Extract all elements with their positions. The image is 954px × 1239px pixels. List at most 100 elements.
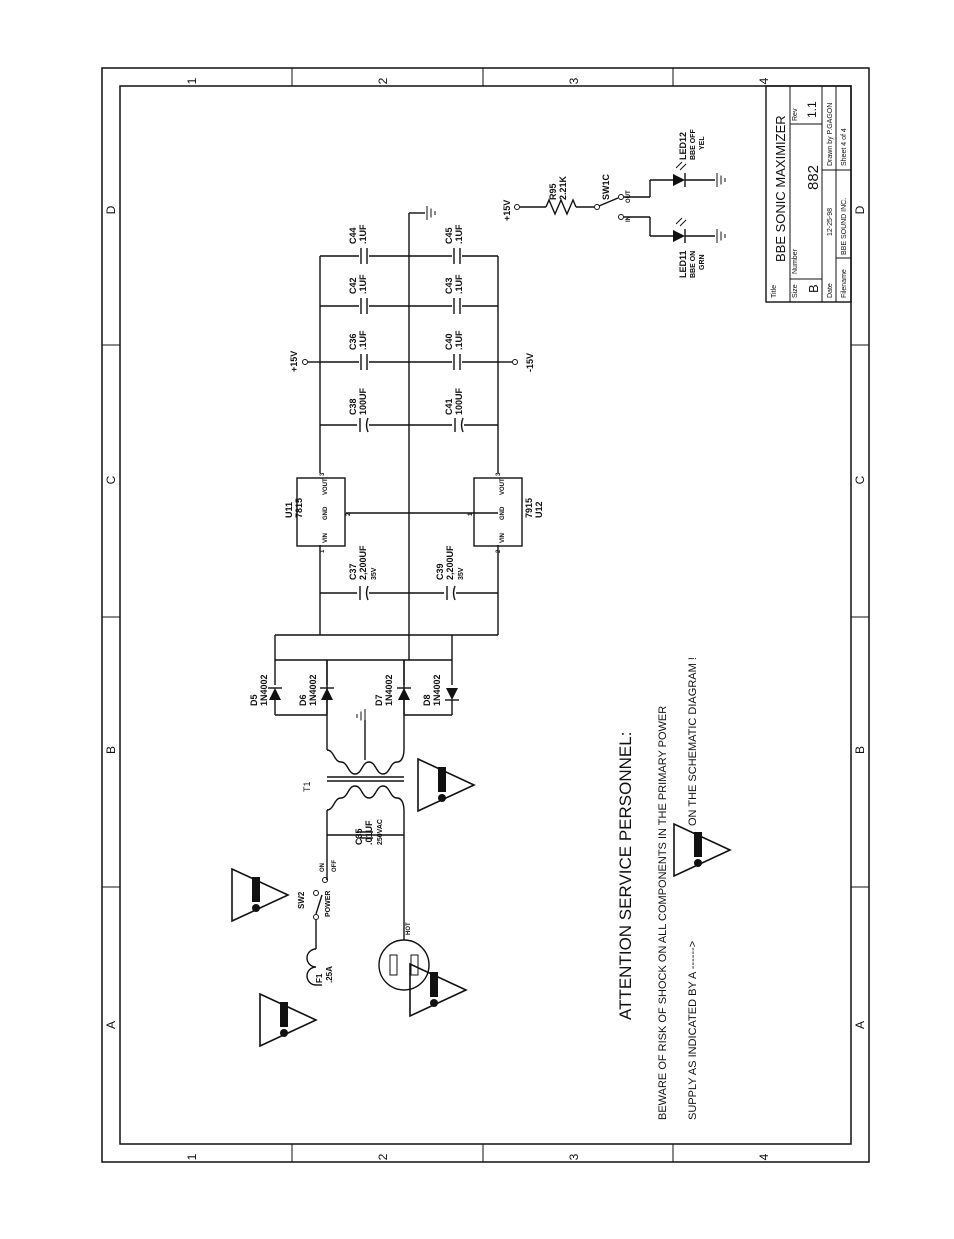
c44-value: .1UF	[358, 224, 368, 244]
c45-value: .1UF	[454, 224, 464, 244]
c45-ref: C45	[444, 227, 454, 244]
shock-warning-icon	[673, 823, 731, 877]
led11-color: GRN	[699, 254, 706, 270]
sw2-ref: SW2	[297, 891, 306, 909]
u12-pin3: 3	[496, 472, 502, 476]
u12-vout: VOUT	[500, 478, 506, 495]
sw1c-in: IN	[626, 216, 632, 222]
led12-color: YEL	[699, 136, 706, 150]
u12-pin1: 1	[468, 512, 474, 516]
zone-top-1: 1	[185, 77, 199, 84]
d8-ref: D8	[422, 694, 432, 706]
u12-part: 7915	[524, 498, 534, 518]
zone-right-d: D	[853, 205, 867, 214]
shock-warning-icon	[259, 993, 317, 1047]
led11-ref: LED11	[678, 250, 688, 278]
u12-pin2: 2	[496, 549, 502, 553]
zone-top-4: 4	[757, 77, 771, 84]
title-label: Title	[771, 285, 778, 298]
sheet-value: Sheet 4 of 4	[841, 128, 848, 166]
u11-ref: U11	[284, 502, 294, 518]
c38-ref: C38	[348, 398, 358, 415]
zone-top-3: 3	[567, 77, 581, 84]
warning-heading: ATTENTION SERVICE PERSONNEL:	[616, 732, 635, 1020]
zone-left-b: B	[104, 746, 118, 754]
u11-gnd: GND	[323, 506, 329, 520]
sw1c-ref: SW1C	[601, 173, 611, 200]
u11-pin3: 3	[320, 472, 326, 476]
d7-ref: D7	[374, 694, 384, 706]
warning-line2: SUPPLY AS INDICATED BY A ------>	[687, 941, 699, 1120]
led11-desc: BBE ON	[690, 251, 697, 278]
filename-label: Filename	[841, 269, 848, 298]
plug-hot-label: HOT	[406, 922, 412, 935]
u11-pin2: 2	[346, 512, 352, 516]
led-supply-label: +15V	[502, 200, 512, 221]
zone-labels: 1 2 3 4 1 2 3 4 D C B A D C B A	[104, 77, 867, 1160]
zone-left-c: C	[104, 475, 118, 484]
u11-pin1: 1	[320, 549, 326, 553]
led12-ref: LED12	[678, 132, 688, 160]
c35-value: .01UF	[364, 820, 374, 845]
u12-gnd: GND	[500, 506, 506, 520]
c39-ref: C39	[435, 563, 445, 580]
c41-ref: C41	[444, 398, 454, 415]
number-value: 882	[805, 165, 822, 190]
zone-left-d: D	[104, 205, 118, 214]
primary-circuit	[306, 810, 430, 991]
regulator-u12	[473, 477, 523, 547]
zone-right-b: B	[853, 746, 867, 754]
zone-right-a: A	[853, 1021, 867, 1029]
regulator-wiring	[302, 205, 518, 660]
c40-ref: C40	[444, 333, 454, 350]
c35-ref: C35	[354, 828, 364, 845]
date-label: Date	[827, 283, 834, 298]
c42-value: .1UF	[358, 274, 368, 294]
sw2-off: OFF	[332, 860, 338, 872]
c40-value: .1UF	[454, 330, 464, 350]
warning-line1: BEWARE OF RISK OF SHOCK ON ALL COMPONENT…	[657, 706, 669, 1120]
c36-value: .1UF	[358, 330, 368, 350]
filter-capacitors	[320, 248, 498, 601]
sw2-on: ON	[320, 863, 326, 872]
c37-value: 2,200UF	[358, 545, 368, 580]
c38-value: 100UF	[358, 387, 368, 415]
bridge-rectifier	[268, 634, 498, 716]
date-value: 12-25-98	[827, 208, 834, 236]
zone-ticks	[102, 68, 869, 1162]
size-label: Size	[792, 284, 799, 298]
c39-rating: 35V	[458, 567, 465, 580]
rev-label: Rev	[792, 108, 799, 121]
title-block: Title BBE SONIC MAXIMIZER Size B Number …	[765, 85, 852, 303]
zone-bottom-3: 3	[567, 1153, 581, 1160]
sw1c-out: OUT	[626, 190, 632, 203]
zone-bottom-1: 1	[185, 1153, 199, 1160]
r95-ref: R95	[548, 183, 558, 200]
c43-ref: C43	[444, 277, 454, 294]
rail-pos-label: +15V	[289, 351, 299, 372]
warning-line3: ON THE SCHEMATIC DIAGRAM !	[687, 657, 699, 826]
u12-ref: U12	[534, 501, 544, 518]
regulator-u11	[296, 477, 346, 547]
sw2-name: POWER	[325, 891, 332, 917]
d5-value: 1N4002	[259, 674, 269, 706]
t1-ref: T1	[302, 781, 312, 792]
shock-warning-icon	[231, 868, 289, 922]
c37-rating: 35V	[371, 567, 378, 580]
u11-part: 7815	[294, 498, 304, 518]
c44-ref: C44	[348, 227, 358, 244]
c36-ref: C36	[348, 333, 358, 350]
u11-vin: VIN	[323, 533, 329, 543]
d7-value: 1N4002	[384, 674, 394, 706]
d6-ref: D6	[298, 694, 308, 706]
zone-left-a: A	[104, 1021, 118, 1029]
r95-value: 2.21K	[558, 175, 568, 200]
c35-rating: 250VAC	[377, 819, 384, 845]
f1-value: .25A	[325, 966, 334, 983]
d5-ref: D5	[249, 694, 259, 706]
u11-vout: VOUT	[323, 478, 329, 495]
u12-vin: VIN	[500, 533, 506, 543]
d8-value: 1N4002	[432, 674, 442, 706]
number-label: Number	[792, 248, 799, 274]
